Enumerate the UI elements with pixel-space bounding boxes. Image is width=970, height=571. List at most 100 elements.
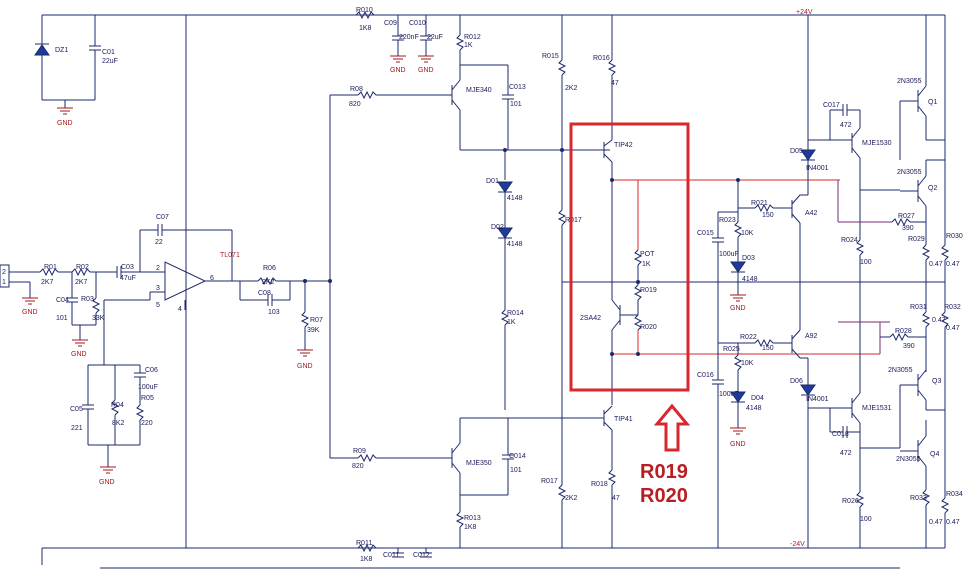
resistor-r027 (837, 180, 926, 227)
c03-label: C03 (121, 264, 134, 271)
resistor-r018 (607, 469, 617, 548)
resistor-r022 (738, 338, 792, 348)
r025-value: 10K (741, 360, 754, 367)
diode-d04 (730, 391, 746, 428)
r022-value: 150 (762, 345, 774, 352)
capacitor-c017 (829, 104, 860, 140)
c07-value: 22 (155, 239, 163, 246)
c05-label: C05 (70, 406, 83, 413)
r018-label: R018 (591, 481, 608, 488)
r024-value: 100 (860, 259, 872, 266)
diode-d05 (800, 140, 816, 195)
c017-value: 472 (840, 122, 852, 129)
r021-value: 150 (762, 212, 774, 219)
capacitor-c018 (829, 408, 860, 438)
r019-label: R019 (640, 287, 657, 294)
q4-type: 2N3055 (896, 456, 921, 463)
d01-value: 4148 (507, 195, 523, 202)
r01-value: 2K7 (41, 279, 54, 286)
transistor-mje340 (451, 79, 610, 151)
resistor-r02 (71, 267, 117, 277)
capacitor-c01 (89, 15, 101, 100)
c010-label: C010 (409, 20, 426, 27)
bias-network (82, 300, 146, 446)
r07-value: 39K (307, 327, 320, 334)
transistor-2sa42 (611, 180, 638, 405)
transistor-a42 (791, 194, 808, 282)
resistor-r013 (455, 511, 465, 548)
d06-label: D06 (790, 378, 803, 385)
opamp-pin-4: 4 (178, 306, 182, 313)
c015-label: C015 (697, 230, 714, 237)
capacitor-c011 (392, 548, 404, 558)
ground-symbol (390, 55, 406, 63)
ground-label: GND (71, 351, 87, 358)
d04-value: 4148 (746, 405, 762, 412)
r09-value: 820 (352, 463, 364, 470)
r032-label: R032 (944, 304, 961, 311)
ground-label: GND (730, 305, 746, 312)
resistor-r03 (72, 272, 101, 326)
ground-symbol (57, 100, 73, 115)
q4-label: Q4 (930, 451, 939, 458)
pot-value: 1K (642, 261, 651, 268)
ground-label: GND (297, 363, 313, 370)
transistor-tip42 (603, 139, 613, 180)
c09-label: C09 (384, 20, 397, 27)
mje1531-label: MJE1531 (862, 405, 892, 412)
r08-value: 820 (349, 101, 361, 108)
c014-value: 101 (510, 467, 522, 474)
q2-label: Q2 (928, 185, 937, 192)
c08-label: C08 (258, 290, 271, 297)
c01-value: 22uF (102, 58, 118, 65)
c018-value: 472 (840, 450, 852, 457)
r028-value: 390 (903, 343, 915, 350)
transistor-mje350 (451, 418, 461, 512)
negative-rail (41, 547, 945, 569)
diode-d02 (497, 227, 513, 310)
r08-label: R08 (350, 86, 363, 93)
r022-label: R022 (740, 334, 757, 341)
r05-label: R05 (141, 395, 154, 402)
r03-value: 33K (92, 315, 105, 322)
r09-label: R09 (353, 448, 366, 455)
r014-value: 1K (507, 319, 516, 326)
r032-value: 0.47 (946, 325, 960, 332)
diode-d06 (800, 358, 816, 548)
r017b-value: 2K2 (565, 495, 578, 502)
r034-value: 0.47 (946, 519, 960, 526)
d05-label: D05 (790, 148, 803, 155)
transistor-q1 (860, 15, 927, 191)
ground-symbol (730, 427, 746, 435)
c013-label: C013 (509, 84, 526, 91)
a92-label: A92 (805, 333, 818, 340)
ground-label: GND (730, 441, 746, 448)
mje1530-label: MJE1530 (862, 140, 892, 147)
r027-value: 390 (902, 225, 914, 232)
r026-label: R026 (842, 498, 859, 505)
resistor-r021 (738, 203, 792, 213)
opamp-pin-6: 6 (210, 275, 214, 282)
r030-value: 0.47 (946, 261, 960, 268)
resistor-r025 (733, 343, 743, 392)
r026-value: 100 (860, 516, 872, 523)
ground-label: GND (99, 479, 115, 486)
ground-symbol (730, 294, 746, 302)
c08-value: 103 (268, 309, 280, 316)
r010-value: 1K8 (359, 25, 372, 32)
r030-label: R030 (946, 233, 963, 240)
input-connector (0, 264, 30, 288)
ground-label: GND (418, 67, 434, 74)
capacitor-c013 (502, 65, 514, 150)
r015-value: 2K2 (565, 85, 578, 92)
mje340-label: MJE340 (466, 87, 492, 94)
transistor-mje1531 (808, 282, 861, 448)
r05-value: 220 (141, 420, 153, 427)
dz1-label: DZ1 (55, 47, 68, 54)
capacitor-c012 (420, 548, 432, 558)
d06-value: IN4001 (806, 396, 829, 403)
r02-label: R02 (76, 264, 89, 271)
opamp-tl071 (104, 261, 240, 310)
r025-label: R025 (723, 346, 740, 353)
